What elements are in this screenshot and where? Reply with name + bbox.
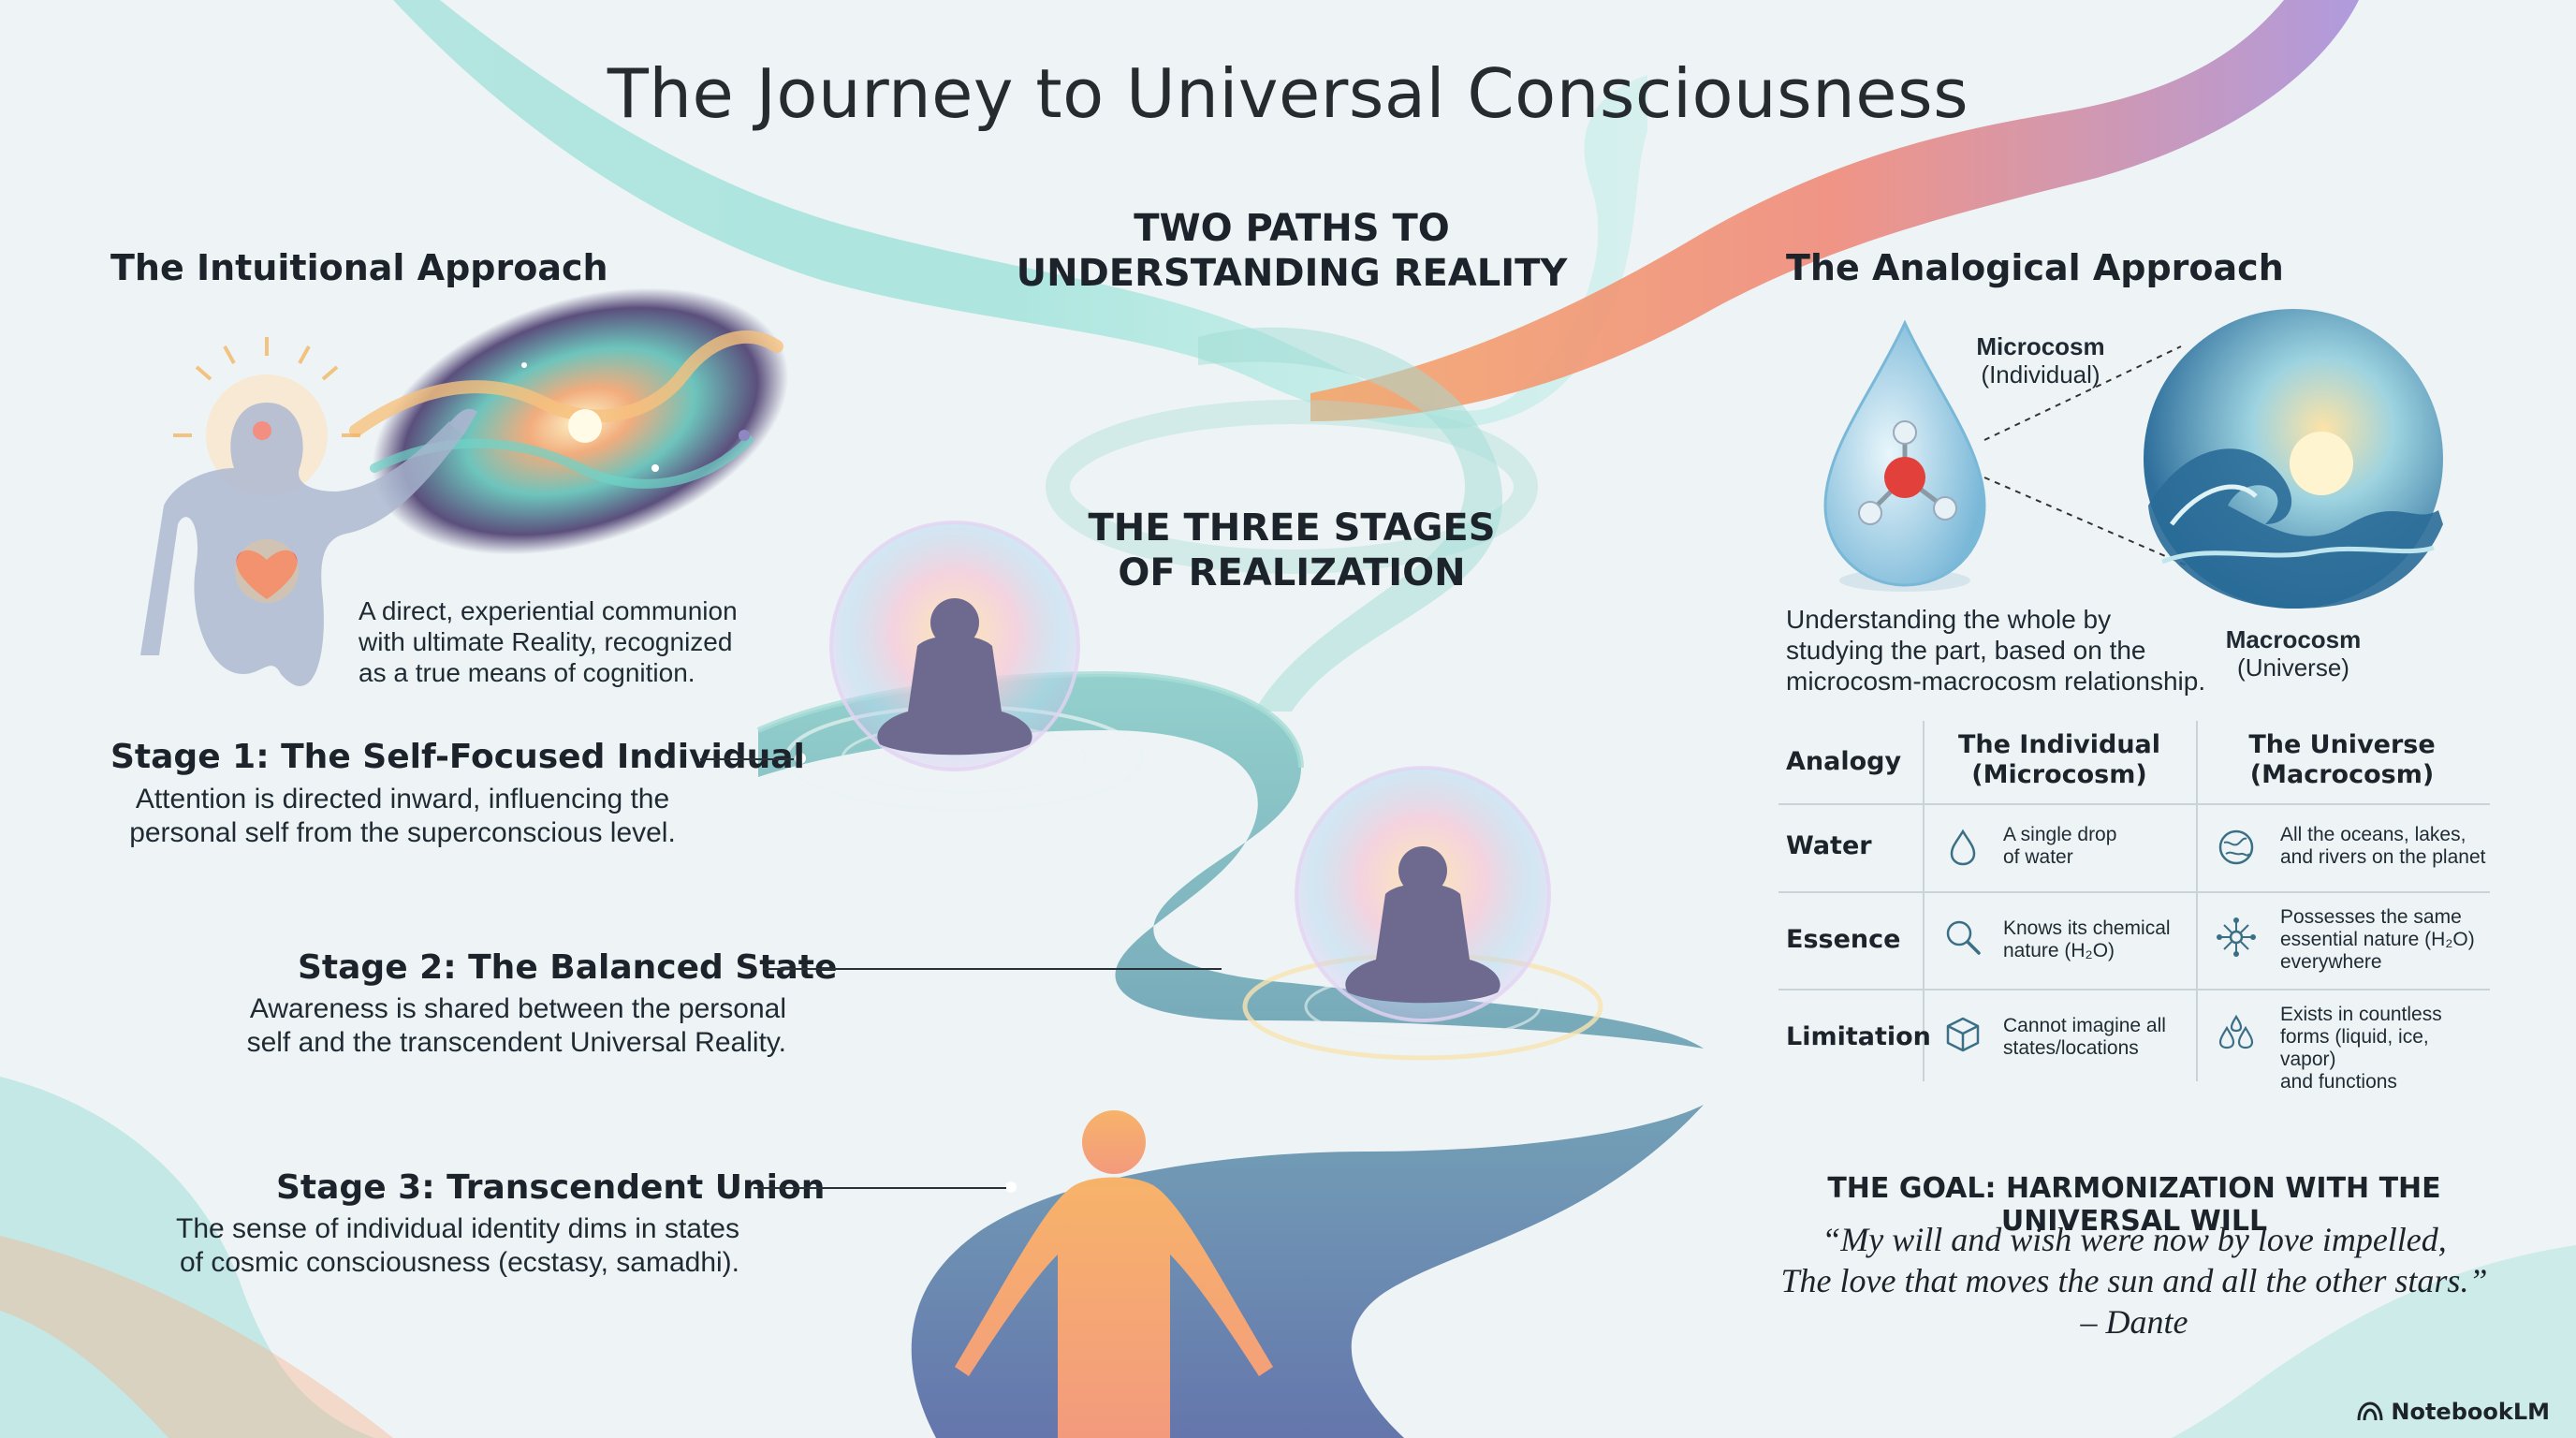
- notebooklm-brand: NotebookLM: [2357, 1399, 2550, 1425]
- stage-3-description-line-2: of cosmic consciousness (ecstasy, samadh…: [180, 1247, 739, 1278]
- stages-heading-line-1: THE THREE STAGES: [1088, 506, 1496, 550]
- table-cell-line: forms (liquid, ice, vapor): [2280, 1026, 2429, 1070]
- stage3-figure: [955, 1110, 1273, 1438]
- stage-1-description: Attention is directed inward, influencin…: [103, 783, 702, 850]
- molecule-network-icon: [2217, 917, 2256, 957]
- intuitional-heading: The Intuitional Approach: [110, 247, 608, 288]
- table-cell-water-individual: A single drop of water: [2003, 824, 2190, 869]
- paths-heading-line-1: TWO PATHS TO: [1134, 207, 1450, 250]
- macrocosm-label-line-1: Macrocosm: [2225, 625, 2362, 653]
- intuitional-description-line-2: with ultimate Reality, recognized: [359, 627, 733, 656]
- table-header-universe-line-1: The Universe: [2248, 730, 2436, 759]
- microcosm-label: Microcosm (Individual): [1947, 332, 2134, 389]
- analogical-description-line-1: Understanding the whole by: [1786, 605, 2112, 634]
- analogical-heading: The Analogical Approach: [1786, 247, 2284, 288]
- drop-icon: [1950, 829, 1976, 866]
- table-cell-essence-individual: Knows its chemical nature (H₂O): [2003, 917, 2190, 962]
- table-cell-line: Knows its chemical: [2003, 917, 2171, 939]
- stage-2-leader: [763, 968, 1222, 970]
- stages-heading: THE THREE STAGES OF REALIZATION: [1011, 506, 1573, 595]
- table-cell-line: states/locations: [2003, 1037, 2139, 1059]
- paths-heading-line-2: UNDERSTANDING REALITY: [1016, 252, 1568, 295]
- table-cell-line: Possesses the same: [2280, 906, 2462, 928]
- table-divider: [1778, 803, 2490, 805]
- drops-icon: [2218, 1014, 2254, 1049]
- stage2-orb: [1242, 766, 1603, 1061]
- stage1-orb: [784, 521, 1144, 812]
- stage-3-leader: [754, 1187, 1006, 1189]
- table-header-individual-line-1: The Individual: [1957, 730, 2161, 759]
- table-row-label-limitation: Limitation: [1786, 1022, 1931, 1051]
- intuitional-figure: [140, 337, 477, 686]
- analogical-description: Understanding the whole by studying the …: [1786, 604, 2217, 697]
- table-cell-line: A single drop: [2003, 824, 2117, 845]
- stage-1-description-line-2: personal self from the superconscious le…: [129, 817, 676, 848]
- stage-2-description-line-1: Awareness is shared between the personal: [249, 993, 786, 1024]
- table-cell-line: of water: [2003, 846, 2073, 868]
- table-header-universe-line-2: (Macrocosm): [2249, 760, 2435, 789]
- analogical-description-line-2: studying the part, based on the: [1786, 636, 2146, 665]
- macrocosm-label: Macrocosm (Universe): [2200, 625, 2387, 682]
- stage-2-description-line-2: self and the transcendent Universal Real…: [246, 1027, 786, 1058]
- stage-2-description: Awareness is shared between the personal…: [187, 992, 786, 1060]
- stage-1-description-line-1: Attention is directed inward, influencin…: [135, 784, 670, 814]
- macrocosm-label-line-2: (Universe): [2237, 653, 2349, 682]
- intuitional-description: A direct, experiential communion with ul…: [359, 595, 770, 688]
- table-header-individual: The Individual (Microcosm): [1928, 730, 2190, 790]
- stage-3-description: The sense of individual identity dims in…: [140, 1212, 739, 1280]
- ocean-illustration: [2144, 309, 2443, 609]
- table-divider: [1923, 721, 1925, 1081]
- quote-line-1: “My will and wish were now by love impel…: [1822, 1221, 2447, 1258]
- table-cell-line: nature (H₂O): [2003, 940, 2115, 961]
- magnifier-icon: [1946, 920, 1981, 955]
- table-header-analogy: Analogy: [1786, 747, 1902, 776]
- water-drop-illustration: [1823, 319, 1986, 592]
- quote-line-2: The love that moves the sun and all the …: [1780, 1262, 2488, 1299]
- microcosm-label-line-1: Microcosm: [1976, 332, 2105, 360]
- stage-3-title: Stage 3: Transcendent Union: [276, 1168, 826, 1207]
- table-cell-line: All the oceans, lakes,: [2280, 824, 2466, 845]
- page-title: The Journey to Universal Consciousness: [607, 54, 1969, 133]
- table-cell-line: Cannot imagine all: [2003, 1015, 2166, 1036]
- notebooklm-logo-icon: [2357, 1401, 2383, 1421]
- intuitional-description-line-1: A direct, experiential communion: [359, 596, 738, 625]
- table-cell-limitation-individual: Cannot imagine all states/locations: [2003, 1015, 2190, 1060]
- analogical-description-line-3: microcosm-macrocosm relationship.: [1786, 667, 2206, 696]
- stage-1-leader: [700, 758, 794, 760]
- table-row-label-water: Water: [1786, 831, 1872, 860]
- dante-quote: “My will and wish were now by love impel…: [1741, 1219, 2527, 1343]
- box-icon: [1946, 1017, 1980, 1052]
- table-row-label-essence: Essence: [1786, 925, 1901, 954]
- table-cell-line: essential nature (H₂O): [2280, 929, 2475, 950]
- table-cell-line: and functions: [2280, 1071, 2397, 1093]
- table-divider: [1778, 891, 2490, 893]
- stage-1-title: Stage 1: The Self-Focused Individual: [110, 738, 805, 776]
- stages-heading-line-2: OF REALIZATION: [1118, 551, 1466, 594]
- brand-name: NotebookLM: [2391, 1399, 2550, 1425]
- globe-icon: [2218, 829, 2254, 865]
- table-cell-line: everywhere: [2280, 951, 2382, 973]
- table-cell-line: Exists in countless: [2280, 1004, 2442, 1025]
- stage-3-description-line-1: The sense of individual identity dims in…: [176, 1213, 739, 1244]
- microcosm-label-line-2: (Individual): [1981, 360, 2100, 389]
- table-cell-essence-universe: Possesses the same essential nature (H₂O…: [2280, 906, 2486, 974]
- intuitional-description-line-3: as a true means of cognition.: [359, 658, 695, 687]
- table-header-universe: The Universe (Macrocosm): [2202, 730, 2482, 790]
- goal-heading: THE GOAL: HARMONIZATION WITH THE UNIVERS…: [1827, 1172, 2441, 1238]
- table-header-individual-line-2: (Microcosm): [1971, 760, 2147, 789]
- quote-attribution: – Dante: [2080, 1303, 2188, 1341]
- table-cell-water-universe: All the oceans, lakes, and rivers on the…: [2280, 824, 2486, 869]
- table-divider: [1778, 989, 2490, 990]
- table-cell-line: and rivers on the planet: [2280, 846, 2486, 868]
- stage-2-title: Stage 2: The Balanced State: [298, 948, 838, 987]
- paths-heading: TWO PATHS TO UNDERSTANDING REALITY: [1011, 206, 1573, 296]
- analogy-table: Analogy The Individual (Microcosm) The U…: [1778, 721, 2490, 1093]
- table-divider: [2196, 721, 2198, 1081]
- table-cell-limitation-universe: Exists in countless forms (liquid, ice, …: [2280, 1004, 2488, 1093]
